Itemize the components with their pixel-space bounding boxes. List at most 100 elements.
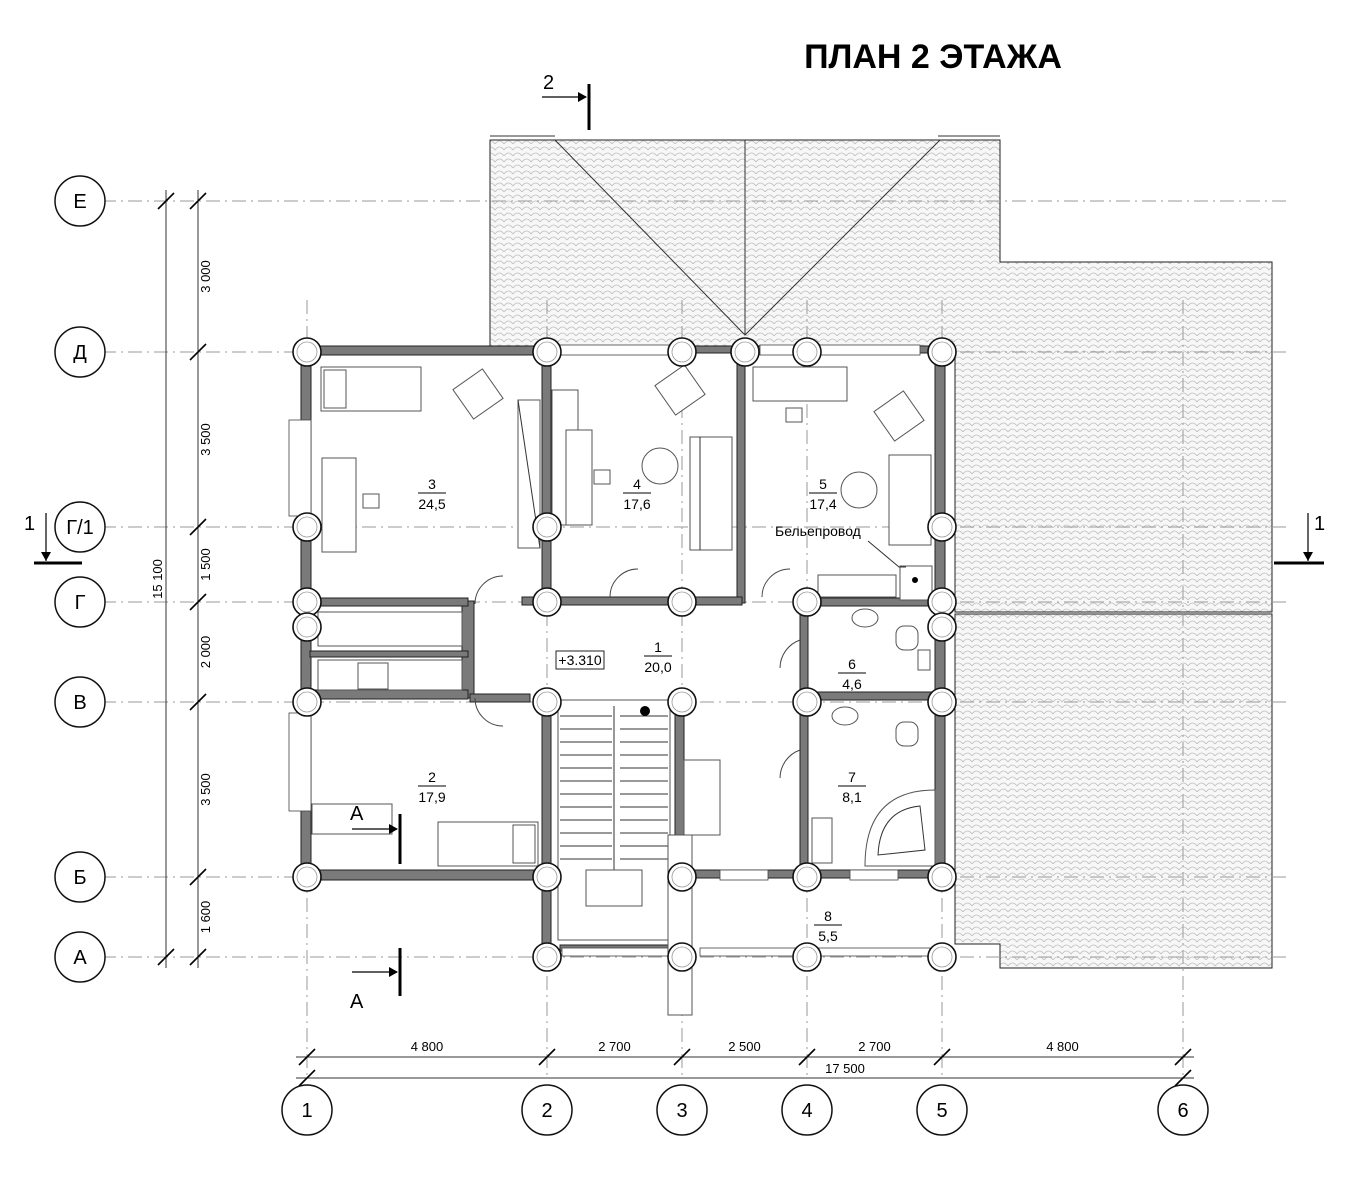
- log-column-ring: [536, 341, 558, 363]
- plan-title: ПЛАН 2 ЭТАЖА: [804, 38, 1062, 76]
- axis-bubble-letter: [54, 326, 106, 378]
- roof-right-bottom: [954, 613, 1273, 969]
- dim-tick: [538, 1048, 556, 1066]
- dim-tick: [189, 693, 207, 711]
- room-area: 4,6: [842, 676, 862, 692]
- linen-chute-label: Бельепровод: [775, 523, 906, 568]
- sink: [851, 608, 879, 628]
- axis-label-number: 1: [301, 1100, 312, 1122]
- room-number: 5: [819, 476, 827, 492]
- dim-horizontal-text: 4 800: [1046, 1039, 1079, 1054]
- axis-label-letter: В: [73, 692, 86, 714]
- log-column-ring: [931, 616, 953, 638]
- log-column-ring: [931, 516, 953, 538]
- axis-bubble-letter: [54, 175, 106, 227]
- log-column-ring: [796, 866, 818, 888]
- dim-tick: [189, 593, 207, 611]
- dim-vertical-text: 2 000: [198, 636, 213, 669]
- dim-vertical-text: 3 500: [198, 773, 213, 806]
- axis-bubble-letter: [54, 501, 106, 553]
- axis-bubble-number: [1157, 1084, 1209, 1136]
- furniture: [311, 364, 936, 1016]
- room-number: 6: [848, 656, 856, 672]
- dim-horizontal-text: 2 500: [728, 1039, 761, 1054]
- dim-tick: [798, 1048, 816, 1066]
- roof-valley-lines: [554, 139, 941, 336]
- dimensions: 3 000 3 500 1 500 2 000 3 500 1 600 15 100 4 80…: [150, 190, 1194, 1087]
- dim-tick: [1174, 1069, 1192, 1087]
- log-column-ring: [536, 946, 558, 968]
- axis-label-letter: А: [73, 947, 87, 969]
- axis-bubble-number: [656, 1084, 708, 1136]
- axis-bubble-letter: [54, 576, 106, 628]
- log-column-ring: [296, 691, 318, 713]
- dim-tick: [189, 868, 207, 886]
- log-column-ring: [931, 866, 953, 888]
- room-area: 20,0: [644, 659, 671, 675]
- log-column-ring: [671, 946, 693, 968]
- room-number: 3: [428, 476, 436, 492]
- dim-vertical-text: 3 000: [198, 260, 213, 293]
- roof-areas: [489, 135, 1273, 969]
- dim-vertical-text: 1 600: [198, 901, 213, 934]
- armchair: [452, 368, 504, 420]
- dim-tick: [189, 192, 207, 210]
- log-column-ring: [296, 866, 318, 888]
- svg-text:+3.310: +3.310: [558, 652, 601, 668]
- dim-tick: [298, 1069, 316, 1087]
- roof-top: [489, 139, 1273, 613]
- stair-landing: [585, 869, 643, 907]
- log-column-ring: [536, 516, 558, 538]
- axis-label-letter: Б: [73, 867, 86, 889]
- armchair: [873, 390, 925, 442]
- axis-label-letter: Г/1: [66, 517, 94, 539]
- room-area: 17,6: [623, 496, 650, 512]
- section-A-bottom-label: А: [350, 991, 364, 1013]
- table: [840, 471, 878, 509]
- dim-tick: [933, 1048, 951, 1066]
- room-area: 17,4: [809, 496, 836, 512]
- dim-vertical-text: 1 500: [198, 548, 213, 581]
- log-column-ring: [671, 341, 693, 363]
- level-mark: +3.310: [555, 650, 605, 670]
- room-area: 8,1: [842, 789, 862, 805]
- room-area: 5,5: [818, 928, 838, 944]
- axis-bubble-number: [521, 1084, 573, 1136]
- bathtub: [864, 789, 936, 867]
- log-column-ring: [931, 341, 953, 363]
- dim-vertical-total-text: 15 100: [150, 559, 165, 599]
- log-columns: [292, 337, 957, 972]
- section-markers: 1 1 2 А А: [24, 72, 1325, 1013]
- dim-tick: [157, 948, 175, 966]
- room-area: 17,9: [418, 789, 445, 805]
- dim-tick: [189, 948, 207, 966]
- desk: [752, 366, 848, 402]
- dim-tick: [1174, 1048, 1192, 1066]
- sofa: [689, 436, 733, 551]
- room-number: 7: [848, 769, 856, 785]
- room-number: 8: [824, 908, 832, 924]
- log-column-ring: [796, 691, 818, 713]
- log-column-ring: [796, 946, 818, 968]
- table: [641, 447, 679, 485]
- room-number: 2: [428, 769, 436, 785]
- dim-horizontal-total-text: 17 500: [825, 1061, 865, 1076]
- armchair: [654, 364, 706, 416]
- dim-tick: [673, 1048, 691, 1066]
- log-column-ring: [796, 341, 818, 363]
- log-column-ring: [536, 691, 558, 713]
- log-column-ring: [734, 341, 756, 363]
- toilet: [895, 625, 919, 651]
- log-column-ring: [296, 616, 318, 638]
- axis-label-number: 4: [801, 1100, 812, 1122]
- dim-vertical-text: 3 500: [198, 423, 213, 456]
- section-A-top-label: А: [350, 803, 364, 825]
- sink: [831, 706, 859, 726]
- log-column-ring: [931, 946, 953, 968]
- desk: [321, 457, 357, 553]
- axis-bubble-letter: [54, 931, 106, 983]
- sofa: [888, 454, 932, 546]
- axis-label-number: 5: [936, 1100, 947, 1122]
